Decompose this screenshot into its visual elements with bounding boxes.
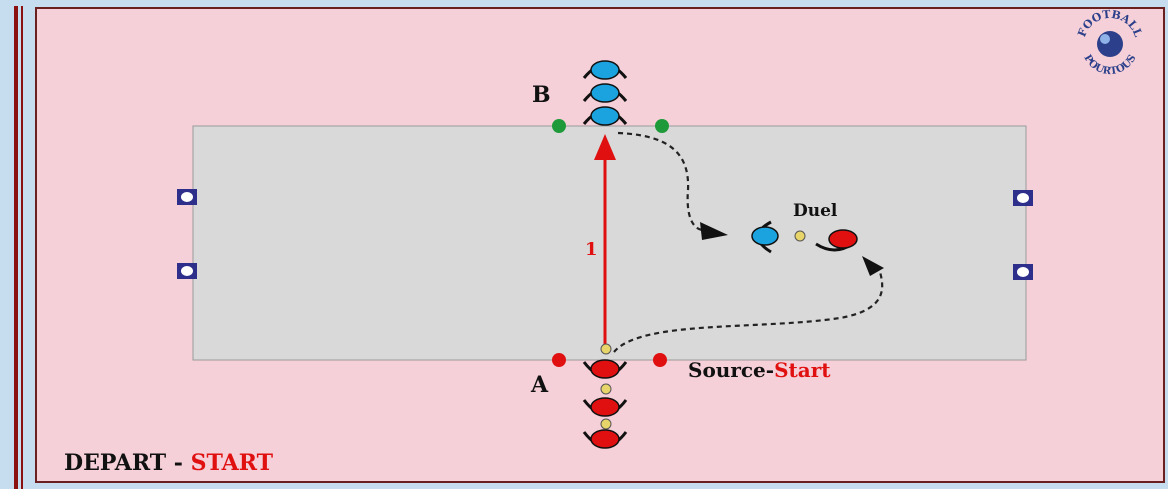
player-red — [582, 429, 628, 449]
ball-icon — [794, 230, 806, 242]
source-dash: - — [765, 358, 775, 382]
ball-icon — [600, 383, 612, 395]
run-arrow-head-a — [862, 256, 884, 276]
group-b-label: B — [532, 82, 551, 108]
mini-goal — [177, 263, 197, 279]
red-cone — [552, 353, 566, 367]
mini-goal — [1013, 190, 1033, 206]
mini-goal — [1013, 264, 1033, 280]
run-arrow-head-b — [700, 222, 728, 240]
pass-number-label: 1 — [585, 239, 598, 260]
footer-caption: DEPART - START — [64, 452, 273, 474]
footer-depart: DEPART — [64, 450, 167, 476]
ball-icon — [600, 343, 612, 355]
source-start-label: Source-Start — [688, 360, 831, 380]
player-blue — [582, 60, 628, 80]
ball-icon — [600, 418, 612, 430]
player-blue — [582, 83, 628, 103]
green-cone — [655, 119, 669, 133]
player-red — [582, 397, 628, 417]
run-path-a — [613, 271, 884, 353]
player-blue — [582, 106, 628, 126]
field-area — [192, 125, 1027, 361]
pass-arrow-head — [594, 134, 616, 160]
left-border-bar — [14, 6, 18, 489]
start-word: Start — [774, 358, 831, 382]
player-red — [582, 359, 628, 379]
group-a-label: A — [531, 372, 549, 398]
green-cone — [552, 119, 566, 133]
duel-player-blue — [751, 220, 779, 254]
source-word: Source — [688, 358, 766, 382]
run-path-b — [617, 131, 703, 232]
duel-label: Duel — [793, 201, 838, 221]
footer-separator: - — [166, 450, 191, 476]
mini-goal — [177, 189, 197, 205]
red-cone — [653, 353, 667, 367]
left-border-bar-inner — [21, 6, 23, 489]
duel-player-red — [815, 229, 858, 252]
footer-start: START — [190, 450, 273, 476]
